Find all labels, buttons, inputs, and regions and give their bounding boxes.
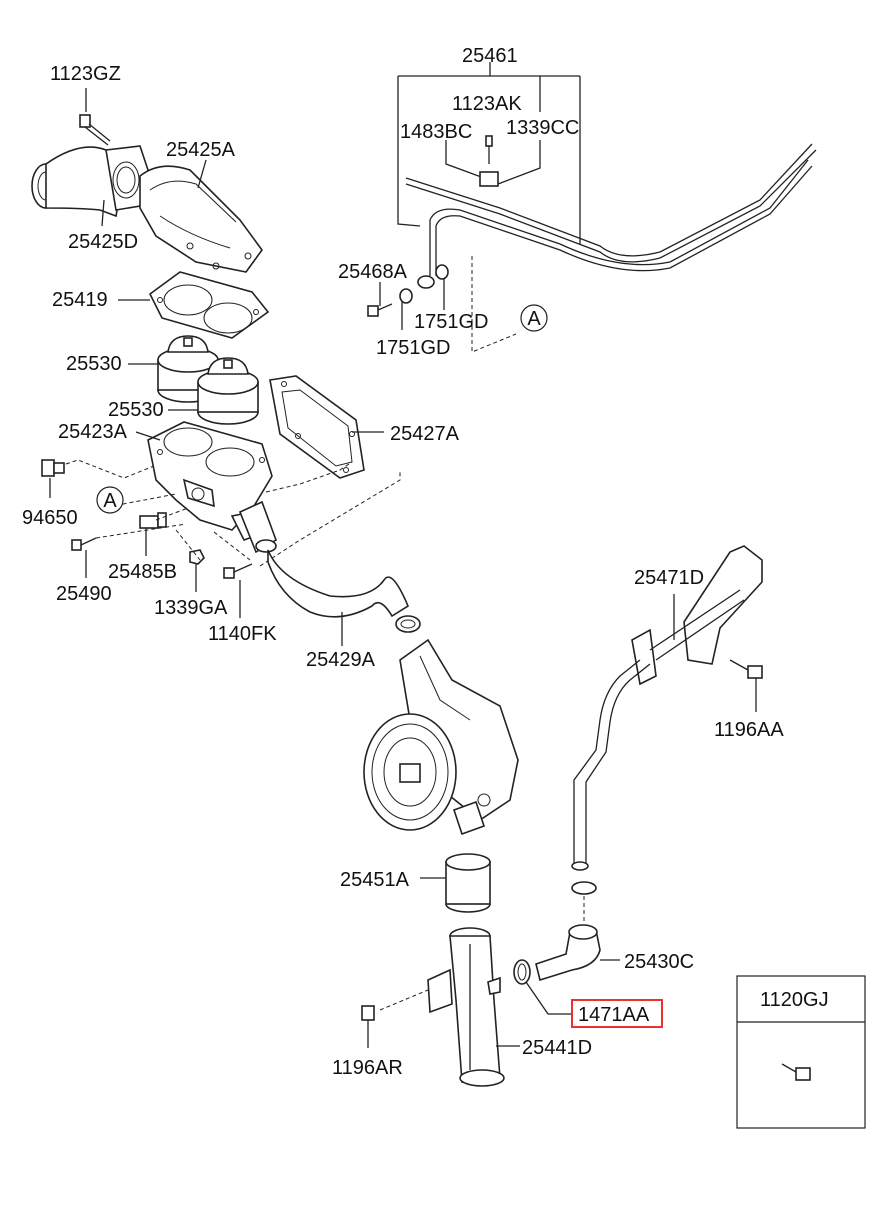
part-labels: 1123GZ 25425A 25425D 25419 25530 25530 2… xyxy=(22,45,829,1079)
label-25427a: 25427A xyxy=(390,423,460,445)
hose-25451a xyxy=(445,853,491,913)
thermostat-cover xyxy=(139,165,263,273)
label-1196aa: 1196AA xyxy=(714,719,784,741)
reference-marker-a-2: A xyxy=(96,486,124,514)
water-outlet-elbow xyxy=(31,145,149,218)
label-25471d: 25471D xyxy=(634,567,704,589)
label-25530-a: 25530 xyxy=(66,353,122,375)
label-1751gd-a: 1751GD xyxy=(414,311,489,333)
label-25485b: 25485B xyxy=(108,561,177,583)
bolt-25490-icon xyxy=(71,537,97,551)
pipe-25441d xyxy=(427,927,505,1087)
label-25441d: 25441D xyxy=(522,1037,592,1059)
label-25461: 25461 xyxy=(462,45,518,67)
housing-gasket xyxy=(269,375,365,479)
leader-lines xyxy=(49,88,675,1047)
screw-1120gj-icon xyxy=(781,1063,811,1081)
label-1471aa: 1471AA xyxy=(578,1004,650,1026)
label-1339ga: 1339GA xyxy=(154,597,228,619)
thermostat-right xyxy=(197,357,259,425)
label-25430c: 25430C xyxy=(624,951,694,973)
bolt-1196ar-icon xyxy=(361,989,429,1048)
label-1123gz: 1123GZ xyxy=(50,63,121,85)
label-25425a: 25425A xyxy=(166,139,236,161)
thermostat-gasket xyxy=(148,271,270,339)
label-25419: 25419 xyxy=(52,289,108,311)
label-94650: 94650 xyxy=(22,507,78,529)
legend-box-1120gj xyxy=(736,975,866,1129)
water-pump xyxy=(363,638,519,836)
radiator-hose xyxy=(238,500,421,633)
hose-25430c xyxy=(535,881,601,982)
label-1120gj: 1120GJ xyxy=(760,989,829,1011)
label-25530-b: 25530 xyxy=(108,399,164,421)
label-1483bc: 1483BC xyxy=(400,121,472,143)
label-1339cc: 1339CC xyxy=(506,117,579,139)
bolt-1140fk-icon xyxy=(223,563,253,579)
label-1751gd-b: 1751GD xyxy=(376,337,451,359)
label-25423a: 25423A xyxy=(58,421,128,443)
thermostat-assembly xyxy=(31,114,401,579)
label-25451a: 25451A xyxy=(340,869,410,891)
bolt-1123gz-icon xyxy=(79,114,111,146)
label-1196ar: 1196AR xyxy=(332,1057,403,1079)
bypass-pipe xyxy=(571,545,763,871)
label-25425d: 25425D xyxy=(68,231,138,253)
sensor-94650-icon xyxy=(41,459,65,477)
reference-a-label: A xyxy=(527,308,541,330)
label-25429a: 25429A xyxy=(306,649,376,671)
highlight-box-1471aa xyxy=(571,999,663,1028)
reference-a-label-2: A xyxy=(103,490,117,512)
thermostat-left xyxy=(157,335,219,403)
label-25490: 25490 xyxy=(56,583,112,605)
label-25468a: 25468A xyxy=(338,261,408,283)
nut-1339ga-icon xyxy=(189,549,205,565)
water-pipe-assembly xyxy=(367,62,817,353)
clamp-1471aa xyxy=(513,959,572,1015)
label-1123ak: 1123AK xyxy=(452,93,522,115)
sensor-25485b-icon xyxy=(139,512,167,536)
label-1140fk: 1140FK xyxy=(208,623,277,645)
reference-marker-a: A xyxy=(520,304,548,332)
